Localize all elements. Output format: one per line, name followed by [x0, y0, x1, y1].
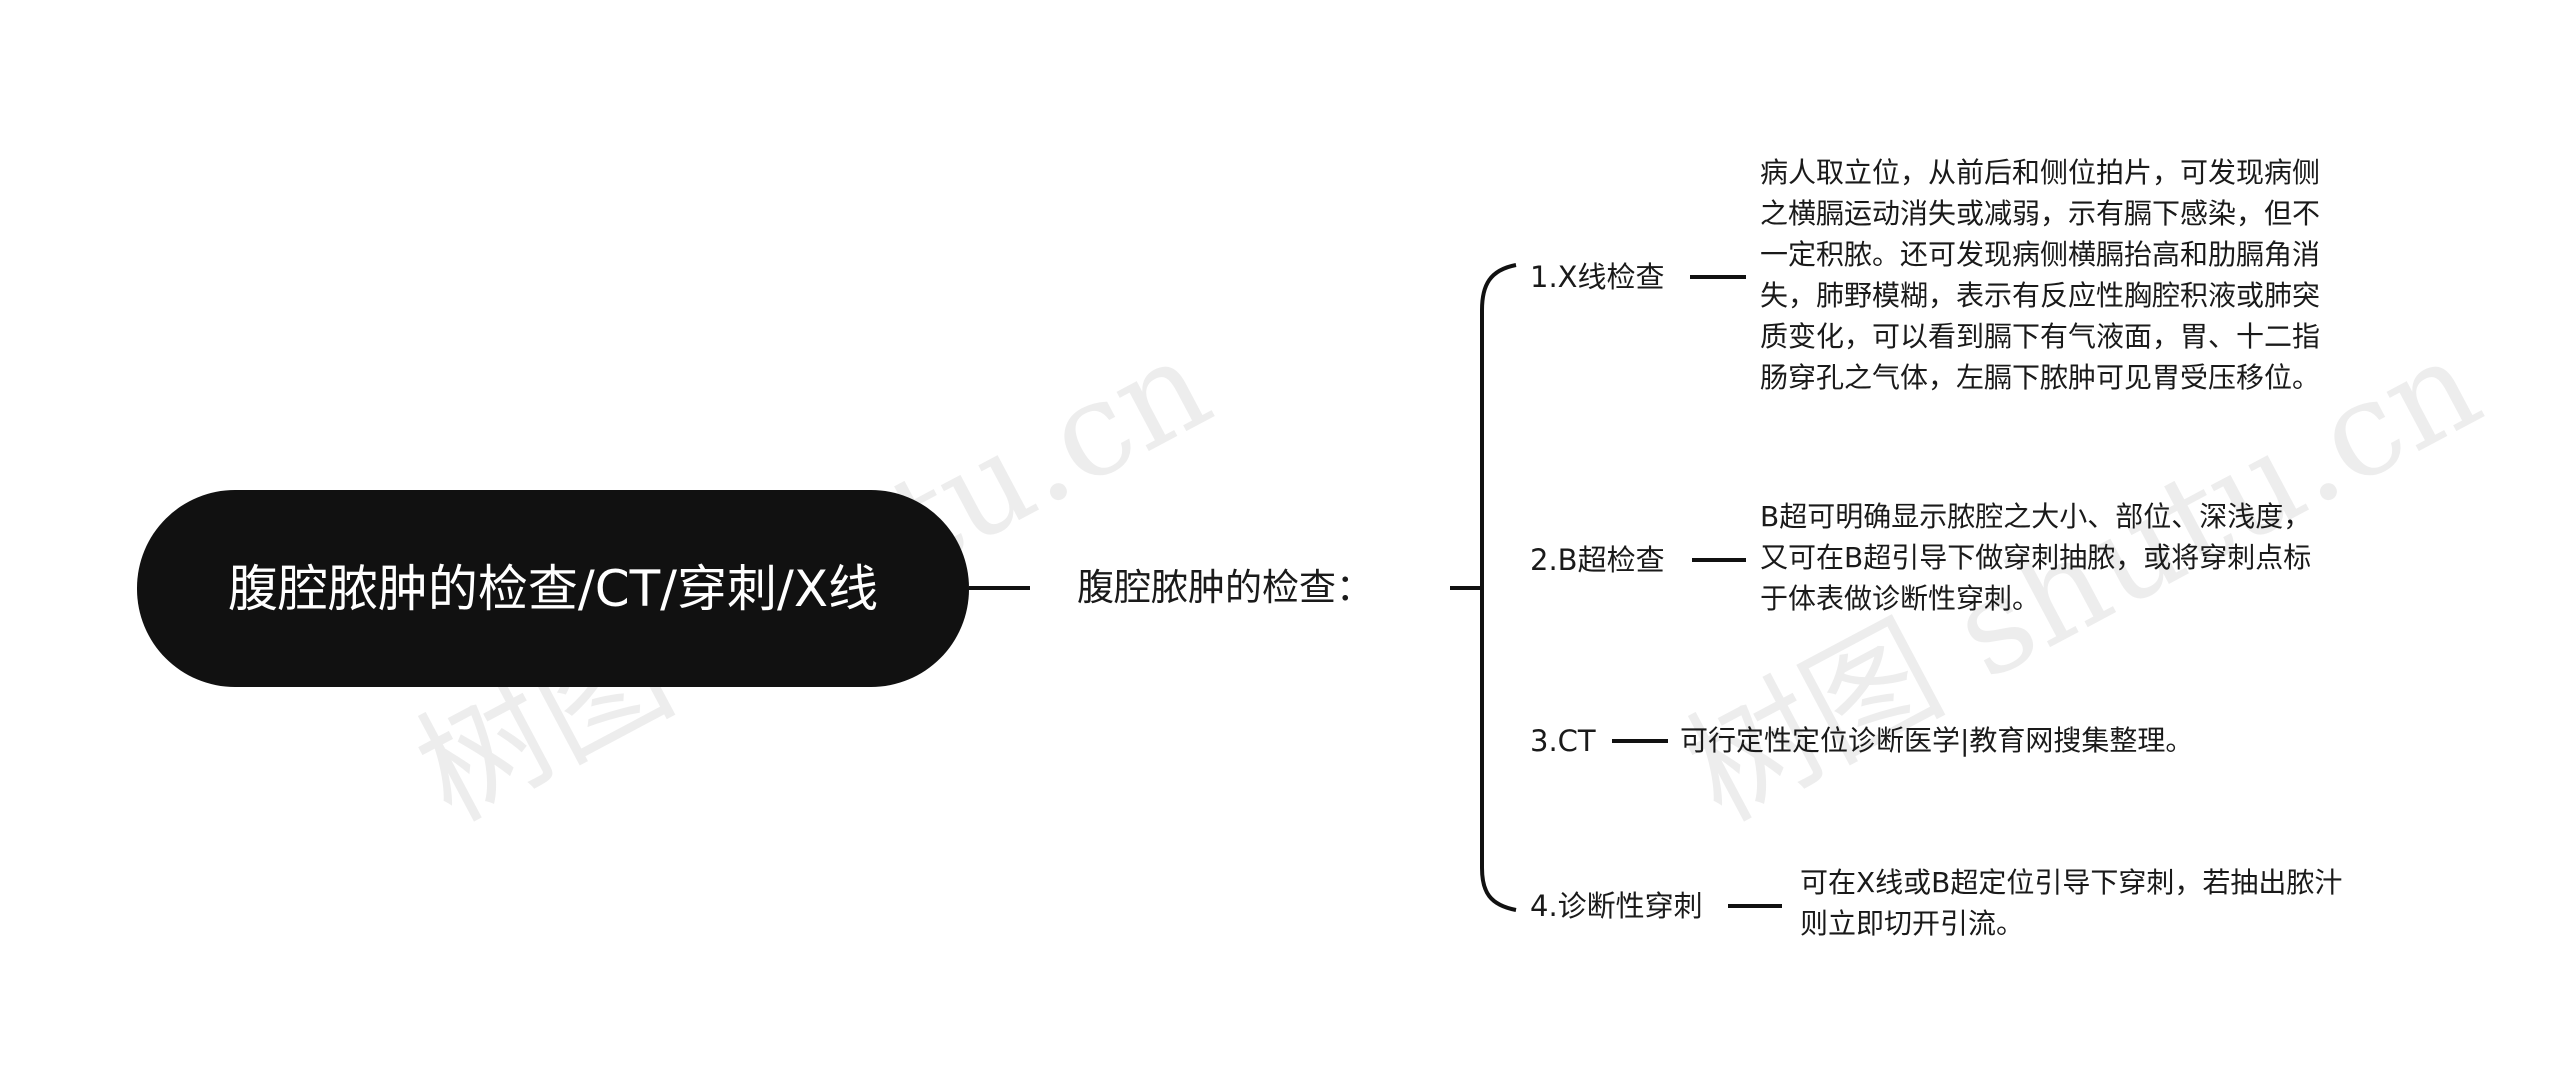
branch-node-xray[interactable]: 1.X线检查	[1530, 260, 1665, 294]
branch-node-ultrasound[interactable]: 2.B超检查	[1530, 543, 1665, 577]
branch-node-ct[interactable]: 3.CT	[1530, 724, 1596, 758]
leaf-line: 肠穿孔之气体，左膈下脓肿可见胃受压移位。	[1760, 361, 2321, 394]
leaf-line: 可在X线或B超定位引导下穿刺，若抽出脓汁	[1800, 866, 2343, 899]
leaf-line: 一定积脓。还可发现病侧横膈抬高和肋膈角消	[1760, 238, 2321, 271]
leaf-node-xray[interactable]: 病人取立位，从前后和侧位拍片，可发现病侧 之横膈运动消失或减弱，示有膈下感染，但…	[1760, 152, 2320, 398]
branch-bracket	[1480, 263, 1517, 912]
leaf-node-puncture[interactable]: 可在X线或B超定位引导下穿刺，若抽出脓汁 则立即切开引流。	[1800, 862, 2342, 944]
leaf-line: 可行定性定位诊断医学|教育网搜集整理。	[1680, 724, 2194, 757]
mid-node[interactable]: 腹腔脓肿的检查：	[1077, 566, 1373, 609]
leaf-line: 质变化，可以看到膈下有气液面，胃、十二指	[1760, 320, 2321, 353]
leaf-node-ct[interactable]: 可行定性定位诊断医学|教育网搜集整理。	[1680, 720, 2193, 761]
leaf-line: 失，肺野模糊，表示有反应性胸腔积液或肺突	[1760, 279, 2321, 312]
leaf-line: 病人取立位，从前后和侧位拍片，可发现病侧	[1760, 156, 2321, 189]
leaf-line: 于体表做诊断性穿刺。	[1760, 582, 2041, 615]
branch-node-puncture[interactable]: 4.诊断性穿刺	[1530, 889, 1703, 923]
root-node-label: 腹腔脓肿的检查/CT/穿刺/X线	[227, 559, 879, 618]
leaf-line: 之横膈运动消失或减弱，示有膈下感染，但不	[1760, 197, 2321, 230]
leaf-line: 则立即切开引流。	[1800, 907, 2025, 940]
leaf-line: 又可在B超引导下做穿刺抽脓，或将穿刺点标	[1760, 541, 2312, 574]
leaf-line: B超可明确显示脓腔之大小、部位、深浅度，	[1760, 500, 2312, 533]
leaf-node-ultrasound[interactable]: B超可明确显示脓腔之大小、部位、深浅度， 又可在B超引导下做穿刺抽脓，或将穿刺点…	[1760, 496, 2311, 619]
root-node[interactable]: 腹腔脓肿的检查/CT/穿刺/X线	[137, 490, 969, 687]
